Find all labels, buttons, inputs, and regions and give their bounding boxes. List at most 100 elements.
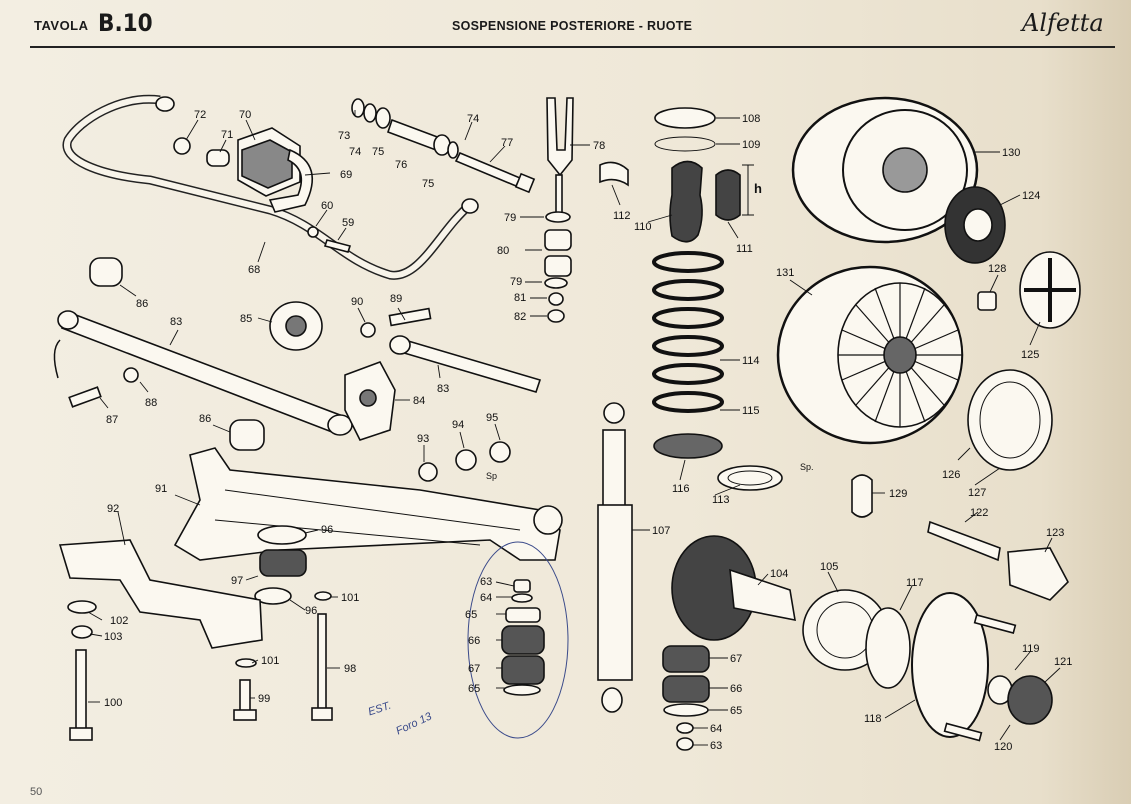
callout-66b: 66 [730, 683, 742, 695]
callout-90: 90 [351, 296, 363, 308]
callout-74b: 74 [467, 113, 479, 125]
bushing-85 [269, 301, 323, 351]
callout-77: 77 [501, 137, 513, 149]
callout-123: 123 [1046, 527, 1064, 539]
callout-88: 88 [145, 397, 157, 409]
callout-95: 95 [486, 412, 498, 424]
callout-129: 129 [889, 488, 907, 500]
callout-86a: 86 [136, 298, 148, 310]
callout-111: 111 [736, 243, 753, 255]
callout-91: 91 [155, 483, 167, 495]
callout-102: 102 [110, 615, 128, 627]
callout-107: 107 [652, 525, 670, 537]
callout-81: 81 [514, 292, 526, 304]
callout-97: 97 [231, 575, 243, 587]
callout-110: 110 [634, 221, 652, 233]
callout-63b: 63 [710, 740, 722, 752]
callout-84: 84 [413, 395, 425, 407]
callout-75a: 75 [372, 146, 384, 158]
callout-64b: 64 [710, 723, 722, 735]
callout-64a: 64 [480, 592, 492, 604]
coil-spring-assembly [599, 107, 783, 491]
part-labels: 72 70 71 69 60 59 68 73 74 75 76 75 74 7… [104, 109, 1072, 753]
dimension-sp-1: Sp [486, 471, 497, 481]
callout-128: 128 [988, 263, 1006, 275]
callout-118: 118 [864, 713, 882, 725]
callout-112: 112 [613, 210, 631, 222]
plate-number: B.10 [98, 9, 153, 37]
callout-67b: 67 [730, 653, 742, 665]
callout-71: 71 [221, 129, 233, 141]
callout-94: 94 [452, 419, 464, 431]
wheel-bearing [802, 589, 911, 689]
callout-65b: 65 [468, 683, 480, 695]
callout-96b: 96 [305, 605, 317, 617]
callout-65a: 65 [465, 609, 477, 621]
callout-68: 68 [248, 264, 260, 276]
callout-124: 124 [1022, 190, 1040, 202]
callout-85: 85 [240, 313, 252, 325]
callout-60: 60 [321, 200, 333, 212]
callout-83b: 83 [437, 383, 449, 395]
callout-122: 122 [970, 507, 988, 519]
trailing-arm-left [53, 257, 353, 451]
callout-113: 113 [712, 494, 730, 506]
leader-lines [87, 110, 1061, 746]
steel-wheel [791, 96, 979, 244]
hubcap [944, 186, 1006, 264]
callout-99: 99 [258, 693, 270, 705]
callout-109: 109 [742, 139, 760, 151]
callout-70: 70 [239, 109, 251, 121]
callout-126: 126 [942, 469, 960, 481]
callout-65c: 65 [730, 705, 742, 717]
crossmember [58, 539, 333, 741]
wheel-hub [911, 592, 1053, 742]
callout-131: 131 [776, 267, 794, 279]
callout-93: 93 [417, 433, 429, 445]
callout-63a: 63 [480, 576, 492, 588]
callout-74a: 74 [349, 146, 361, 158]
dimension-h: h [754, 181, 762, 196]
callout-87: 87 [106, 414, 118, 426]
callout-114: 114 [742, 355, 760, 367]
callout-76: 76 [395, 159, 407, 171]
wheel-stud-and-nut [927, 520, 1069, 601]
callout-100: 100 [104, 697, 122, 709]
callout-98: 98 [344, 663, 356, 675]
callout-72: 72 [194, 109, 206, 121]
callout-82: 82 [514, 311, 526, 323]
callout-117: 117 [906, 577, 924, 589]
strut-end-assembly [544, 97, 574, 323]
shock-absorber [597, 402, 633, 713]
brand-logo: Alfetta [1022, 9, 1104, 37]
callout-116: 116 [672, 483, 690, 495]
de-dion-frame [173, 441, 563, 605]
wire-wheel [776, 265, 964, 445]
header-divider [30, 46, 1115, 48]
plate-label: TAVOLA [34, 18, 89, 33]
callout-101b: 101 [261, 655, 279, 667]
callout-59: 59 [342, 217, 354, 229]
callout-115: 115 [742, 405, 760, 417]
callout-92: 92 [107, 503, 119, 515]
callout-104: 104 [770, 568, 788, 580]
callout-105: 105 [820, 561, 838, 573]
damper-rod-parts [351, 98, 536, 194]
callout-73: 73 [338, 130, 350, 142]
mount-kit-left [467, 541, 569, 739]
axle-shaft [671, 535, 796, 641]
page-number: 50 [30, 786, 43, 798]
callout-103: 103 [104, 631, 122, 643]
callout-80: 80 [497, 245, 509, 257]
callout-101a: 101 [341, 592, 359, 604]
callout-121: 121 [1054, 656, 1072, 668]
callout-83a: 83 [170, 316, 182, 328]
stabilizer-bar [62, 94, 479, 280]
callout-78: 78 [593, 140, 605, 152]
callout-108: 108 [742, 113, 760, 125]
callout-86b: 86 [199, 413, 211, 425]
trailing-arm-right [389, 335, 542, 393]
callout-75b: 75 [422, 178, 434, 190]
